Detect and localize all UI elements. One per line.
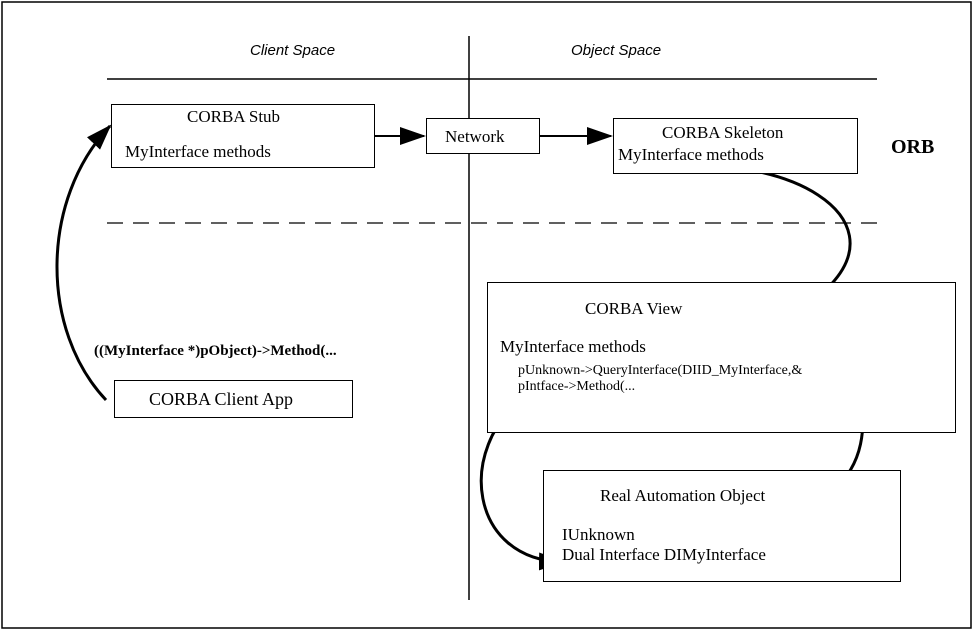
corba-skeleton-box: CORBA Skeleton MyInterface methods — [613, 118, 858, 174]
client-space-label: Client Space — [250, 42, 336, 59]
real-automation-object-box: Real Automation Object IUnknown Dual Int… — [543, 470, 901, 582]
corba-view-title: CORBA View — [585, 299, 683, 318]
network-box: Network — [426, 118, 540, 154]
corba-view-method-call: pIntface->Method(... — [518, 379, 636, 394]
corba-stub-box: CORBA Stub MyInterface methods — [111, 104, 375, 168]
dual-interface-label: Dual Interface DIMyInterface — [562, 545, 766, 564]
client-method-call: ((MyInterface *)pObject)->Method(... — [94, 343, 337, 359]
object-space-label: Object Space — [571, 42, 662, 59]
corba-view-box: CORBA View MyInterface methods pUnknown-… — [487, 282, 956, 433]
corba-stub-methods: MyInterface methods — [125, 142, 271, 161]
corba-skeleton-title: CORBA Skeleton — [662, 123, 784, 142]
orb-label: ORB — [891, 136, 935, 158]
corba-view-methods: MyInterface methods — [500, 337, 646, 356]
corba-view-query-call: pUnknown->QueryInterface(DIID_MyInterfac… — [518, 363, 803, 378]
arrow-client-to-stub — [55, 124, 112, 402]
corba-client-app-box: CORBA Client App — [114, 380, 353, 418]
real-object-title: Real Automation Object — [600, 486, 766, 505]
network-label: Network — [445, 127, 505, 146]
corba-stub-title: CORBA Stub — [187, 107, 281, 126]
iunknown-label: IUnknown — [562, 525, 635, 544]
corba-client-app-label: CORBA Client App — [149, 389, 294, 409]
corba-skeleton-methods: MyInterface methods — [618, 145, 764, 164]
